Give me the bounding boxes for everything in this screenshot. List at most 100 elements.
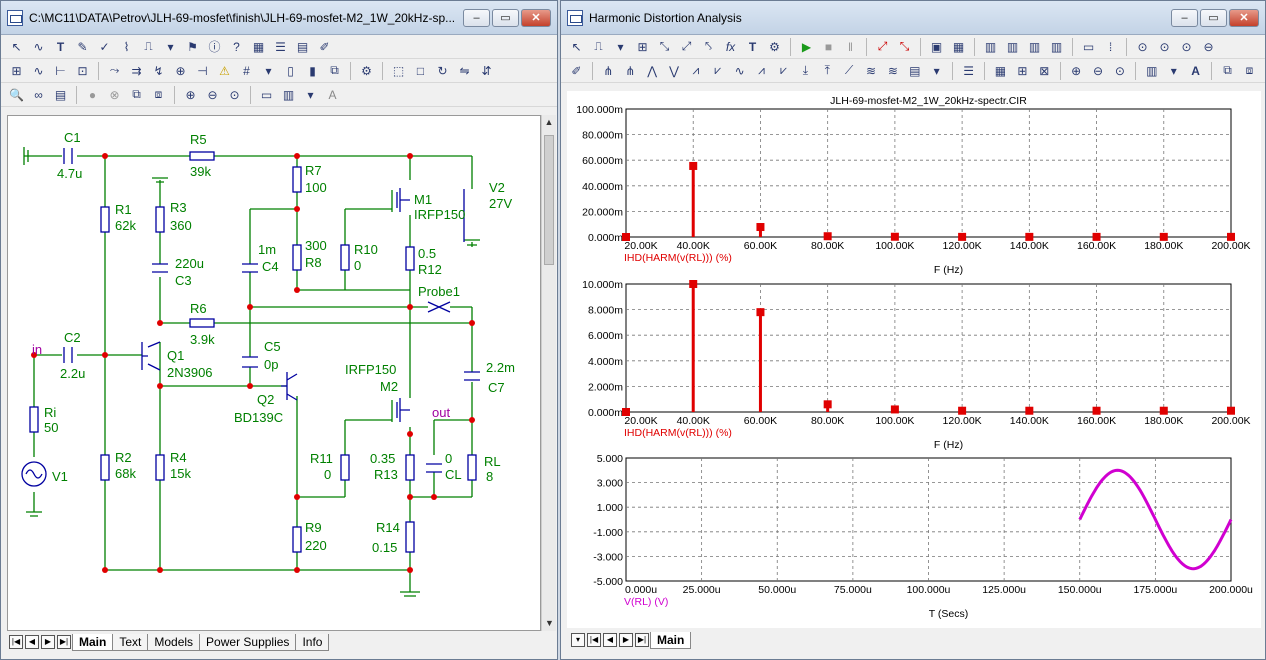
tile-icon[interactable]: ▥ bbox=[282, 87, 295, 102]
prev-page-icon[interactable]: ◀ bbox=[603, 633, 617, 647]
schematic-canvas[interactable]: C1 4.7u R5 39k R7 100 M1 IRFP150 V2 27V … bbox=[7, 115, 541, 631]
wire-icon[interactable]: ∿ bbox=[33, 39, 44, 54]
zoom-in-icon[interactable]: ⊕ bbox=[1071, 63, 1082, 78]
hline-icon[interactable]: ▭ bbox=[1082, 39, 1095, 54]
text-tool-icon[interactable]: T bbox=[748, 39, 757, 54]
paste-icon[interactable]: ⧈ bbox=[1245, 63, 1254, 77]
first-page-icon[interactable]: |◀ bbox=[9, 635, 23, 649]
binoculars-icon[interactable]: ∞ bbox=[34, 87, 43, 102]
zoom-in-icon[interactable]: ⊕ bbox=[185, 87, 196, 102]
stack-icon[interactable]: ≋ bbox=[865, 63, 877, 78]
paste-icon[interactable]: ⧈ bbox=[154, 87, 163, 101]
node-voltages-icon[interactable]: ∿ bbox=[33, 63, 44, 78]
last-page-icon[interactable]: ▶| bbox=[635, 633, 649, 647]
grid-frame-icon[interactable]: ▦ bbox=[952, 39, 965, 54]
select-arrow-icon[interactable]: ↖ bbox=[571, 39, 582, 54]
flash-icon[interactable]: ↯ bbox=[153, 63, 164, 78]
dropdown-icon[interactable]: ▾ bbox=[265, 63, 272, 78]
library-icon[interactable]: ▦ bbox=[994, 63, 1007, 78]
cursor-clear-icon[interactable]: ⊖ bbox=[1203, 39, 1214, 54]
maximize-button[interactable]: ▭ bbox=[492, 8, 519, 27]
component-icon[interactable]: ⎍ bbox=[594, 39, 603, 53]
cursor-mode-icon[interactable]: ⤢ bbox=[681, 39, 692, 53]
columns-three-icon[interactable]: ▥ bbox=[1028, 39, 1041, 54]
copy-icon[interactable]: ⧉ bbox=[1223, 63, 1232, 77]
zoom-fit-icon[interactable]: ⊙ bbox=[229, 87, 240, 102]
run-icon[interactable]: ▶ bbox=[801, 39, 812, 54]
minimize-button[interactable]: – bbox=[463, 8, 490, 27]
edit-icon[interactable]: ✐ bbox=[571, 63, 582, 78]
bus-icon[interactable]: ⌇ bbox=[123, 39, 130, 54]
ruler-icon[interactable]: ⊞ bbox=[1017, 63, 1028, 78]
select-arrow-icon[interactable]: ↖ bbox=[11, 39, 22, 54]
warning-icon[interactable]: ⚠ bbox=[219, 63, 230, 78]
arrow-right-icon[interactable]: ⇉ bbox=[131, 63, 142, 78]
high-icon[interactable]: ⩘ bbox=[692, 63, 700, 77]
window-icon[interactable]: ⧉ bbox=[330, 63, 339, 77]
dropdown-icon[interactable]: ▾ bbox=[933, 63, 940, 78]
close-button[interactable]: ✕ bbox=[521, 8, 551, 27]
dropdown-icon[interactable]: ▾ bbox=[1170, 63, 1177, 78]
cursor-peak-icon[interactable]: ⊙ bbox=[1181, 39, 1192, 54]
copy-icon[interactable]: ⧉ bbox=[132, 87, 141, 101]
properties-icon[interactable]: ⚙ bbox=[769, 39, 780, 54]
next-page-icon[interactable]: ▶ bbox=[41, 635, 55, 649]
minimize-button[interactable]: – bbox=[1171, 8, 1198, 27]
bottom-icon[interactable]: ⤒ bbox=[824, 63, 830, 77]
page-setup-icon[interactable]: ▤ bbox=[54, 87, 67, 102]
help-icon[interactable]: ? bbox=[233, 39, 240, 54]
chart-props-icon[interactable]: ▤ bbox=[909, 63, 921, 78]
prev-peak-icon[interactable]: ⋔ bbox=[625, 63, 636, 78]
plot-alt-icon[interactable]: ⤡ bbox=[899, 39, 910, 53]
prev-page-icon[interactable]: ◀ bbox=[25, 635, 39, 649]
node-numbers-icon[interactable]: ⊞ bbox=[11, 63, 22, 78]
zoom-out-icon[interactable]: ⊖ bbox=[207, 87, 218, 102]
pause-icon[interactable]: ‖ bbox=[848, 39, 853, 54]
info-icon[interactable]: ⓘ bbox=[208, 40, 221, 54]
last-page-icon[interactable]: ▶| bbox=[57, 635, 71, 649]
cursor-right-icon[interactable]: ⊙ bbox=[1159, 39, 1170, 54]
flag-icon[interactable]: ⚑ bbox=[187, 39, 198, 54]
flip-icon[interactable]: ⇵ bbox=[481, 63, 492, 78]
close-button[interactable]: ✕ bbox=[1229, 8, 1259, 27]
image-icon[interactable]: ▭ bbox=[260, 87, 273, 102]
tab-power-supplies[interactable]: Power Supplies bbox=[199, 633, 297, 651]
dropdown-icon[interactable]: ▾ bbox=[571, 633, 585, 647]
edit-icon[interactable]: ✐ bbox=[319, 39, 330, 54]
pin-icon[interactable]: ⊣ bbox=[197, 63, 208, 78]
component-icon[interactable]: ⎍ bbox=[144, 39, 153, 53]
top-icon[interactable]: ⤓ bbox=[802, 63, 808, 77]
peak-icon[interactable]: ⋀ bbox=[647, 63, 658, 78]
scroll-up-icon[interactable]: ▲ bbox=[544, 117, 554, 127]
maximize-button[interactable]: ▭ bbox=[1200, 8, 1227, 27]
tab-text[interactable]: Text bbox=[112, 633, 149, 651]
columns-icon[interactable]: ▥ bbox=[984, 39, 997, 54]
zoom-fit-icon[interactable]: ⊙ bbox=[1114, 63, 1125, 78]
blank-icon[interactable]: □ bbox=[416, 63, 425, 78]
inflection-icon[interactable]: ∿ bbox=[734, 63, 745, 78]
slope-icon[interactable]: ⟋ bbox=[844, 63, 854, 77]
first-page-icon[interactable]: |◀ bbox=[587, 633, 601, 647]
columns-four-icon[interactable]: ▥ bbox=[1050, 39, 1063, 54]
tab-main[interactable]: Main bbox=[650, 631, 692, 649]
rotate-icon[interactable]: ↻ bbox=[437, 63, 448, 78]
check-icon[interactable]: ✓ bbox=[99, 39, 110, 54]
next-peak-icon[interactable]: ⋔ bbox=[603, 63, 614, 78]
function-icon[interactable]: fx bbox=[725, 39, 736, 54]
columns-alt-icon[interactable]: ▥ bbox=[1006, 39, 1019, 54]
dropdown-icon[interactable]: ▾ bbox=[167, 39, 174, 54]
page-alt-icon[interactable]: ▮ bbox=[309, 63, 316, 78]
properties-icon[interactable]: ⚙ bbox=[361, 63, 372, 78]
table-icon[interactable]: ▤ bbox=[296, 39, 309, 54]
stop-icon[interactable]: ■ bbox=[824, 39, 833, 54]
page-icon[interactable]: ▯ bbox=[287, 63, 294, 78]
scroll-down-icon[interactable]: ▼ bbox=[545, 618, 554, 628]
cancel-icon[interactable]: ⊗ bbox=[109, 87, 120, 102]
stop-icon[interactable]: ● bbox=[88, 87, 97, 102]
tab-models[interactable]: Models bbox=[147, 633, 201, 651]
plot-icon[interactable]: ⤢ bbox=[877, 39, 888, 53]
tile-icon[interactable]: ▥ bbox=[1146, 63, 1158, 78]
global-low-icon[interactable]: ⩗ bbox=[780, 63, 787, 77]
font-icon[interactable]: A bbox=[1191, 63, 1200, 78]
